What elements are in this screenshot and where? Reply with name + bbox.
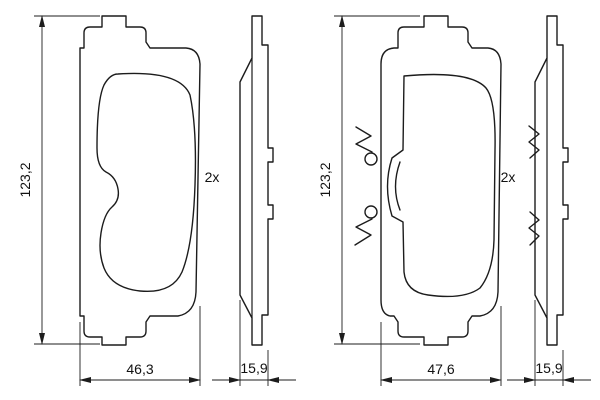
- friction-pad-outline: [386, 73, 496, 298]
- thickness-dimension-label: 15,9: [240, 360, 267, 376]
- side-view-left: [239, 15, 274, 346]
- quantity-label-right: 2x: [501, 169, 516, 185]
- wear-spring-lower: [354, 218, 373, 246]
- side-profile-outline: [239, 15, 274, 346]
- wear-spring-upper-profile: [528, 125, 540, 159]
- width-dimension-right: 47,6: [380, 306, 502, 386]
- width-dimension-left: 46,3: [79, 306, 201, 386]
- width-dimension-label: 46,3: [126, 361, 153, 377]
- front-view-left: [79, 15, 201, 346]
- width-dimension-label: 47,6: [427, 361, 454, 377]
- wear-spring-upper-loop: [364, 152, 378, 166]
- front-view-right: [354, 15, 502, 346]
- wear-spring-lower-loop: [364, 205, 378, 219]
- height-dimension-left: 123,2: [17, 15, 100, 345]
- friction-pad-outline: [96, 72, 197, 293]
- height-dimension-label: 123,2: [17, 162, 33, 197]
- thickness-dimension-label: 15,9: [535, 360, 562, 376]
- thickness-dimension-right: 15,9: [507, 300, 591, 386]
- side-profile-outline: [534, 15, 569, 346]
- center-tab-contour: [394, 161, 401, 211]
- side-view-right: [528, 15, 569, 346]
- thickness-dimension-left: 15,9: [212, 300, 296, 386]
- quantity-label-left: 2x: [205, 169, 220, 185]
- wear-spring-upper: [355, 126, 373, 153]
- wear-spring-lower-profile: [528, 211, 540, 246]
- height-dimension-right: 123,2: [317, 15, 420, 345]
- height-dimension-label: 123,2: [317, 162, 333, 197]
